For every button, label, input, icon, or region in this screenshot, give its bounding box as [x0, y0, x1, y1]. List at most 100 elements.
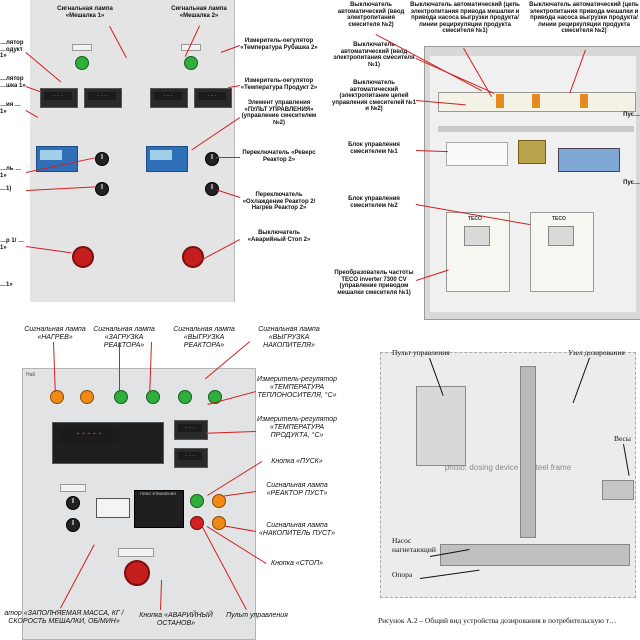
panel-bottom-right: photo: dosing device on steel frame Пуль… [340, 330, 640, 640]
leader-line [119, 342, 120, 392]
base-frame [440, 544, 630, 566]
pult-frame [96, 498, 130, 518]
label-pult: Пульт управления [226, 612, 288, 619]
label-breaker-control: Выключатель автоматический (электропитан… [332, 80, 416, 113]
inverter-1 [446, 212, 510, 292]
cool-heat-switch-1[interactable] [95, 182, 109, 196]
meter-product-2: --- [150, 88, 188, 108]
control-element-2[interactable] [146, 146, 188, 172]
label-mass-speed: атор «ЗАПОЛНЯЕМАЯ МАССА, КГ / СКОРОСТЬ М… [4, 610, 124, 625]
label-left-cool: …1) [0, 186, 12, 192]
label-remote: Пульт управления [392, 348, 450, 357]
leader-line [216, 157, 240, 158]
label-breaker-input-2: Выключатель автоматический (ввод электро… [337, 2, 405, 28]
panel-top-right: TECO TECO Выключатель автоматический (вв… [318, 0, 640, 322]
lamp-load-reactor [114, 390, 128, 404]
label-left-meter-product: …лятор …шка 1» [0, 76, 26, 89]
mass-indicator: ----- [52, 422, 164, 464]
cool-heat-switch-2[interactable] [205, 182, 219, 196]
label-meter-heat: Измеритель-регулятор «ТЕМПЕРАТУРА ТЕПЛОН… [257, 376, 337, 399]
scale-head [602, 480, 634, 500]
label-emergency-stop: Кнопка «АВАРИЙНЫЙ ОСТАНОВ» [139, 612, 213, 627]
label-control-block-1: Блок управления смесителем №1 [348, 142, 400, 155]
label-control-element-2: Элемент управления «ПУЛЬТ УПРАВЛЕНИЯ» (у… [241, 100, 317, 126]
lamp-heat [50, 390, 64, 404]
meter-product-temp: --- [174, 448, 208, 468]
lamp-aux [80, 390, 94, 404]
lamp-unload-reactor [146, 390, 160, 404]
emergency-plate [118, 548, 154, 557]
label-breaker-drive-1: Выключатель автоматический (цепь электро… [410, 2, 520, 35]
remote-box [416, 386, 466, 466]
label-support: Опора [392, 570, 413, 579]
lamp-accumulator-empty [212, 516, 226, 530]
lamp-unload-accumulator [178, 390, 192, 404]
label-breaker-drive-2: Выключатель автоматический (цепь электро… [529, 2, 639, 35]
label-meter-jacket-2: Измеритель-оегулятор «Температура Рубашк… [240, 38, 318, 51]
reverse-switch-2[interactable] [205, 152, 219, 166]
label-lamp-heat: Сигнальная лампа «НАГРЕВ» [24, 326, 86, 341]
pult-unit[interactable] [134, 490, 184, 528]
label-lamp-unload: Сигнальная лампа «ВЫГРУЗКА РЕАКТОРА» [173, 326, 235, 349]
meter-heat-carrier: --- [174, 420, 208, 440]
meter-jacket-1: --- [84, 88, 122, 108]
inverter-1-keypad [464, 226, 490, 246]
button-stop[interactable] [190, 516, 204, 530]
button-start[interactable] [190, 494, 204, 508]
label-dosing-unit: Узел дозирования [568, 348, 625, 357]
reverse-switch-1[interactable] [95, 152, 109, 166]
label-left-control: …ия …1» [0, 102, 21, 115]
label-control-block-2: Блок управления смесителем №2 [348, 196, 400, 209]
label-meter-product: Измеритель-регулятор «ТЕМПЕРАТУРА ПРОДУК… [257, 416, 337, 439]
emergency-stop-button[interactable] [124, 560, 150, 586]
label-left-meter-jacket: …лятор …одукт 1» [0, 40, 24, 60]
label-lamp-reactor-empty: Сигнальная лампа «РЕАКТОР ПУСТ» [266, 482, 328, 497]
inverter-2-keypad [548, 226, 574, 246]
label-emergency-stop-2: Выключатель «Аварийный Стоп 2» [247, 230, 311, 243]
label-button-start: Кнопка «ПУСК» [271, 458, 323, 465]
transformer [518, 140, 546, 164]
label-lamp-load: Сигнальная лампа «ЗАГРУЗКА РЕАКТОРА» [93, 326, 155, 349]
label-signal-lamp-1: Сигнальная лампа «Мешалка 1» [57, 6, 113, 19]
label-signal-lamp-2: Сигнальная лампа «Мешалка 2» [171, 6, 227, 19]
meter-product-1: --- [40, 88, 78, 108]
breaker-orange [580, 94, 588, 108]
signal-lamp-2 [184, 56, 198, 70]
label-reverse-switch-2: Переключатель «Реверс Реактор 2» [242, 150, 316, 163]
label-scales: Весы [614, 434, 631, 443]
switch-plate [60, 484, 86, 492]
label-left-bottom: …1» [0, 282, 13, 288]
breaker-orange [496, 94, 504, 108]
panel-bottom-left: НаК Сигнальная лампа «НАГРЕВ» Сигнальная… [0, 324, 340, 640]
label-lamp-accumulator: Сигнальная лампа «ВЫГРУЗКА НАКОПИТЕЛЯ» [258, 326, 320, 349]
lamp-reactor-empty [212, 494, 226, 508]
meter-jacket-2: --- [194, 88, 232, 108]
panel-brand: НаК [26, 372, 36, 378]
label-left-reverse: …ль …1» [0, 166, 22, 179]
emergency-stop-1[interactable] [72, 246, 94, 268]
label-right-cut-2: Пус… [623, 180, 640, 186]
figure-caption: Рисунок А.2 – Общий вид устройства дозир… [378, 616, 617, 625]
label-left-estop: …р 1/ …1» [0, 238, 25, 251]
switch-upper[interactable] [66, 496, 80, 510]
control-block-1 [446, 142, 508, 166]
signal-lamp-1 [75, 56, 89, 70]
switch-lower[interactable] [66, 518, 80, 532]
inverter-2-brand: TECO [552, 216, 566, 222]
breaker-orange [532, 94, 540, 108]
label-breaker-input-1: Выключатель автоматический (ввод электро… [333, 42, 415, 68]
inverter-2 [530, 212, 594, 292]
emergency-stop-2[interactable] [182, 246, 204, 268]
label-cool-switch-2: Переключатель «Охлаждение Реактор 2/ Наг… [242, 192, 316, 212]
inverter-1-brand: TECO [468, 216, 482, 222]
panel-top-left: Сигнальная лампа «Мешалка 1» Сигнальная … [0, 0, 318, 302]
label-right-cut-1: Пус… [623, 112, 640, 118]
label-button-stop: Кнопка «СТОП» [270, 560, 324, 567]
label-pump: Насос нагнетающий [392, 536, 436, 554]
pult-screen-text: ПУЛЬТ УПРАВЛЕНИЯ [140, 492, 176, 496]
lamp-1-plate [72, 44, 92, 51]
photo-note: photo: dosing device on steel frame [444, 463, 572, 472]
cable-duct [438, 126, 634, 132]
terminal-strip [558, 148, 620, 172]
label-meter-product-2: Измеритель-оегулятор «Температура Продук… [240, 78, 318, 91]
